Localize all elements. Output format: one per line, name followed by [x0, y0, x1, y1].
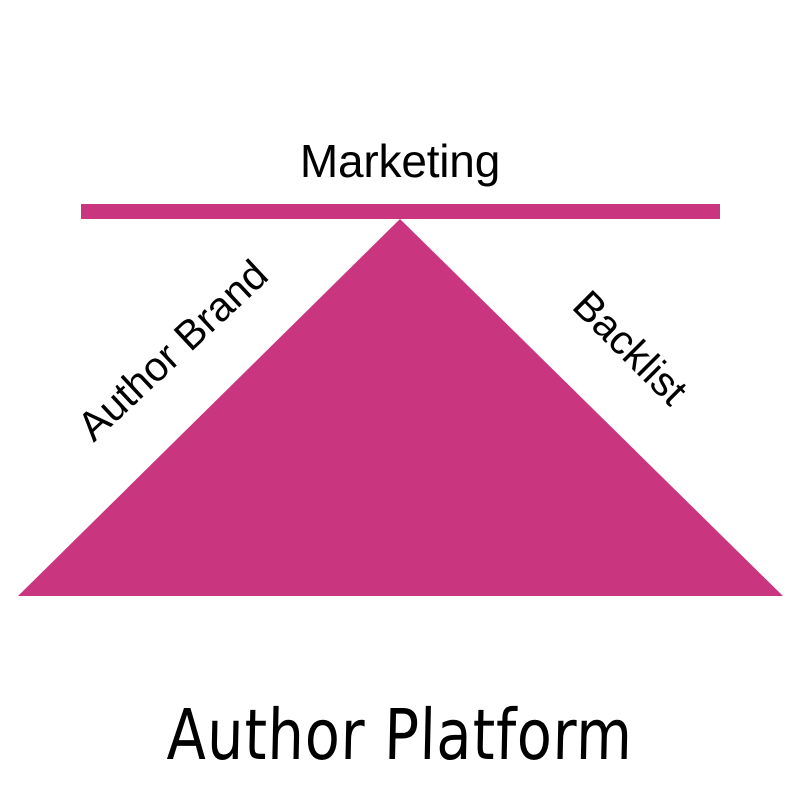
- horizontal-bar-shape: [81, 204, 720, 219]
- triangle-shape: [18, 219, 783, 596]
- label-marketing: Marketing: [299, 135, 501, 187]
- label-author-platform: Author Platform: [166, 694, 634, 776]
